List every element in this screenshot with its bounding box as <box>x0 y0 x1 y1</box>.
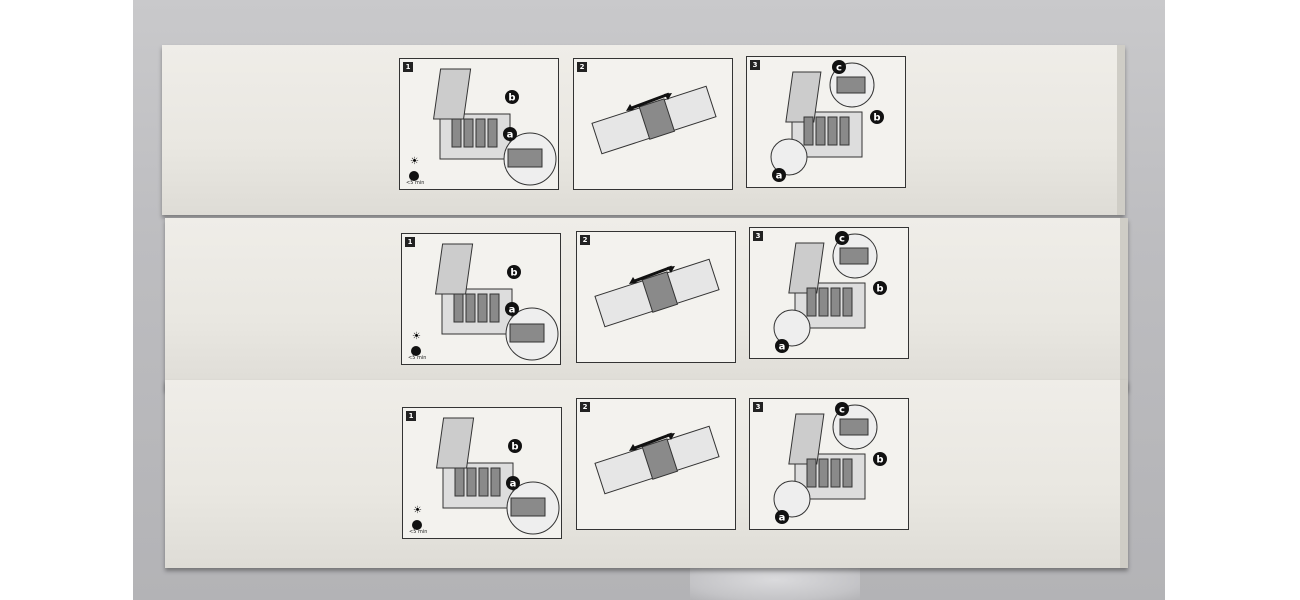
svg-text:a: a <box>779 342 786 353</box>
box-end-flap <box>1120 380 1128 568</box>
svg-text:b: b <box>873 113 880 124</box>
svg-text:a: a <box>510 479 517 490</box>
svg-text:b: b <box>876 455 883 466</box>
toner-box: b a ☀ 1 <5 min 2 c b a 3 <box>165 218 1128 390</box>
toner-box: b a ☀ 1 <5 min 2 c b a 3 <box>165 380 1128 568</box>
step-number: 3 <box>750 60 760 70</box>
svg-text:b: b <box>511 442 518 453</box>
instruction-step-2: 2 <box>576 231 736 363</box>
box-end-flap <box>1120 218 1128 390</box>
svg-text:a: a <box>776 171 783 182</box>
svg-text:☀: ☀ <box>412 331 421 342</box>
svg-text:☀: ☀ <box>413 505 422 516</box>
instruction-step-2: 2 <box>576 398 736 530</box>
svg-text:a: a <box>779 513 786 524</box>
step-number: 2 <box>580 402 590 412</box>
svg-text:c: c <box>836 63 842 74</box>
instruction-step-3: c b a 3 <box>749 227 909 359</box>
toner-box: b a ☀ 1 <5 min 2 c b a 3 <box>162 45 1125 215</box>
box-end-flap <box>1117 45 1125 215</box>
step-number: 2 <box>577 62 587 72</box>
time-label: <5 min <box>406 180 425 186</box>
svg-text:b: b <box>510 268 517 279</box>
instruction-step-3: c b a 3 <box>746 56 906 188</box>
svg-text:c: c <box>839 234 845 245</box>
step-number: 1 <box>406 411 416 421</box>
svg-text:a: a <box>509 305 516 316</box>
time-label: <5 min <box>409 529 428 535</box>
step-number: 3 <box>753 231 763 241</box>
svg-text:b: b <box>876 284 883 295</box>
instruction-step-1: b a ☀ 1 <5 min <box>402 407 562 539</box>
instruction-step-3: c b a 3 <box>749 398 909 530</box>
time-label: <5 min <box>408 355 427 361</box>
svg-text:☀: ☀ <box>410 156 419 167</box>
step-number: 1 <box>403 62 413 72</box>
step-number: 2 <box>580 235 590 245</box>
step-number: 1 <box>405 237 415 247</box>
instruction-step-1: b a ☀ 1 <5 min <box>399 58 559 190</box>
instruction-step-1: b a ☀ 1 <5 min <box>401 233 561 365</box>
svg-text:a: a <box>507 130 514 141</box>
svg-text:c: c <box>839 405 845 416</box>
instruction-step-2: 2 <box>573 58 733 190</box>
svg-text:b: b <box>508 93 515 104</box>
step-number: 3 <box>753 402 763 412</box>
